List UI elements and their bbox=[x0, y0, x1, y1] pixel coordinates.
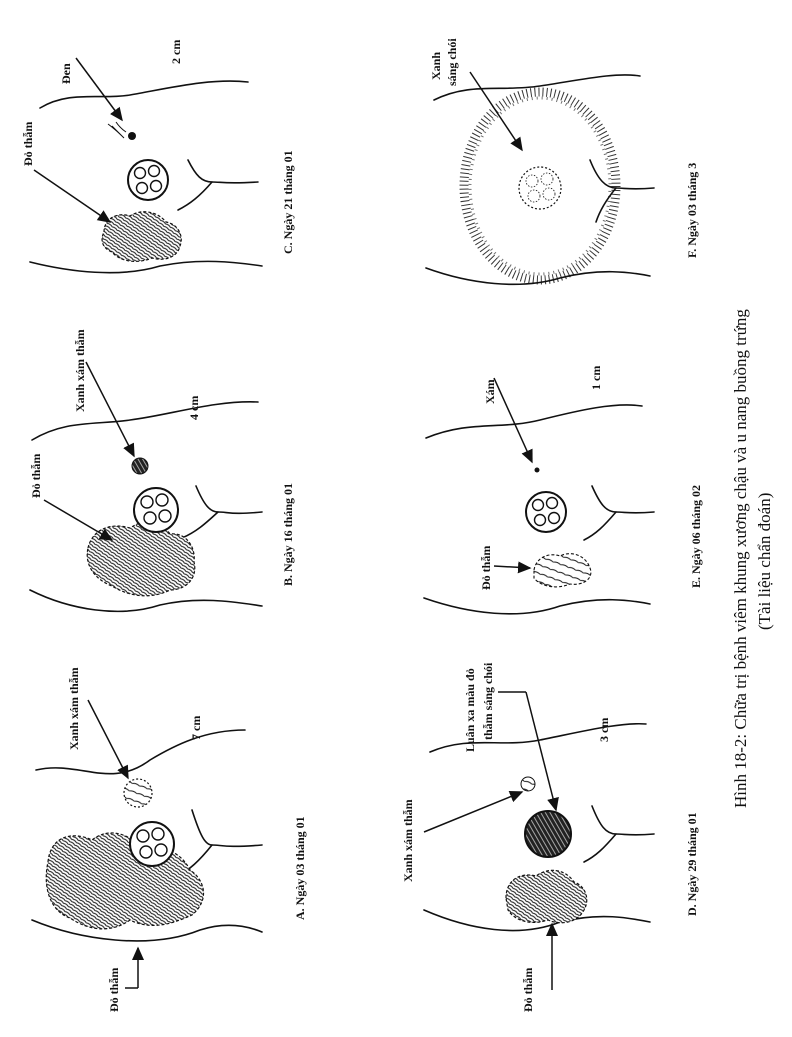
panel-f: Xanh sáng chói F. Ngày 03 tháng 3 bbox=[425, 38, 699, 286]
panel-f-bright-blue-aura bbox=[459, 87, 621, 285]
panel-e-label-grey: Xám bbox=[483, 379, 497, 404]
panel-d-label-dark-red: Đỏ thẫm bbox=[521, 968, 535, 1012]
panel-b-label-dark-red: Đỏ thẫm bbox=[29, 454, 43, 498]
panel-d-label-chakra-1: Luân xa màu đỏ bbox=[463, 668, 477, 752]
panel-f-date: F. Ngày 03 tháng 3 bbox=[685, 163, 699, 258]
panel-e-label-dark-red: Đỏ thẫm bbox=[479, 546, 493, 590]
panel-a-size: 7 cm bbox=[189, 716, 203, 740]
panel-a-ovary-cyst-icon bbox=[129, 821, 175, 867]
panel-c-ovary-cyst-icon bbox=[127, 159, 169, 201]
panel-b-label-grey-blue: Xanh xám thẫm bbox=[73, 329, 87, 412]
panel-e-size: 1 cm bbox=[589, 366, 603, 390]
panel-d-grey-blue-spot bbox=[520, 776, 536, 792]
panel-d-dark-red-mass bbox=[505, 869, 588, 924]
figure-caption-line2: (Tài liệu chẩn đoán) bbox=[755, 493, 774, 630]
panel-b-size: 4 cm bbox=[187, 396, 201, 420]
panel-e-grey-spot bbox=[534, 467, 540, 473]
panel-f-label-blue-1: Xanh bbox=[429, 52, 443, 80]
panel-f-label-blue-2: sáng chói bbox=[445, 38, 459, 86]
panel-c-date: C. Ngày 21 tháng 01 bbox=[281, 150, 295, 254]
panel-d-bright-red-chakra bbox=[524, 810, 572, 858]
panel-b-dark-red-mass bbox=[86, 521, 196, 597]
panel-c-label-black: Đen bbox=[59, 63, 73, 84]
panel-e-dark-red-mass bbox=[533, 553, 592, 588]
panel-d-size: 3 cm bbox=[597, 718, 611, 742]
panel-a-label-dark-red: Đỏ thẫm bbox=[107, 968, 121, 1012]
panel-d-label-chakra-2: thẫm sáng chói bbox=[481, 662, 495, 740]
panel-c-black-spot bbox=[107, 121, 136, 140]
panel-b-ovary-cyst-icon bbox=[133, 487, 179, 533]
panel-e-ovary-cyst-icon bbox=[525, 491, 567, 533]
panel-d: Luân xa màu đỏ thẫm sáng chói Xanh xám t… bbox=[401, 662, 699, 1012]
panel-a-grey-blue-spot bbox=[123, 778, 153, 808]
panel-a-label-grey-blue: Xanh xám thẫm bbox=[67, 667, 81, 750]
panel-b-date: B. Ngày 16 tháng 01 bbox=[281, 483, 295, 586]
panel-e-date: E. Ngày 06 tháng 02 bbox=[689, 485, 703, 588]
panel-b-grey-blue-spot bbox=[131, 457, 149, 475]
panel-a-date: A. Ngày 03 tháng 01 bbox=[293, 816, 307, 920]
panel-c: Đen Đỏ thẫm 2 cm C. Ngày 21 tháng 01 bbox=[21, 40, 295, 274]
panel-c-size: 2 cm bbox=[169, 40, 183, 64]
panel-c-dark-red-mass bbox=[101, 211, 182, 262]
panel-d-label-grey-blue: Xanh xám thẫm bbox=[401, 799, 415, 882]
panel-a: Xanh xám thẫm Đỏ thẫm 7 cm A. Ngày 03 th… bbox=[31, 667, 307, 1012]
panel-b: Xanh xám thẫm Đỏ thẫm 4 cm B. Ngày 16 th… bbox=[29, 329, 295, 613]
panel-d-date: D. Ngày 29 tháng 01 bbox=[685, 812, 699, 916]
panel-c-label-dark-red: Đỏ thẫm bbox=[21, 122, 35, 166]
panel-f-ovary-cyst-icon bbox=[518, 166, 562, 210]
figure-caption-line1: Hình 18-2: Chữa trị bệnh viêm khung xươn… bbox=[731, 309, 750, 808]
panel-e: Xám Đỏ thẫm 1 cm E. Ngày 06 tháng 02 bbox=[423, 366, 703, 615]
panel-a-dark-red-mass bbox=[45, 832, 204, 930]
